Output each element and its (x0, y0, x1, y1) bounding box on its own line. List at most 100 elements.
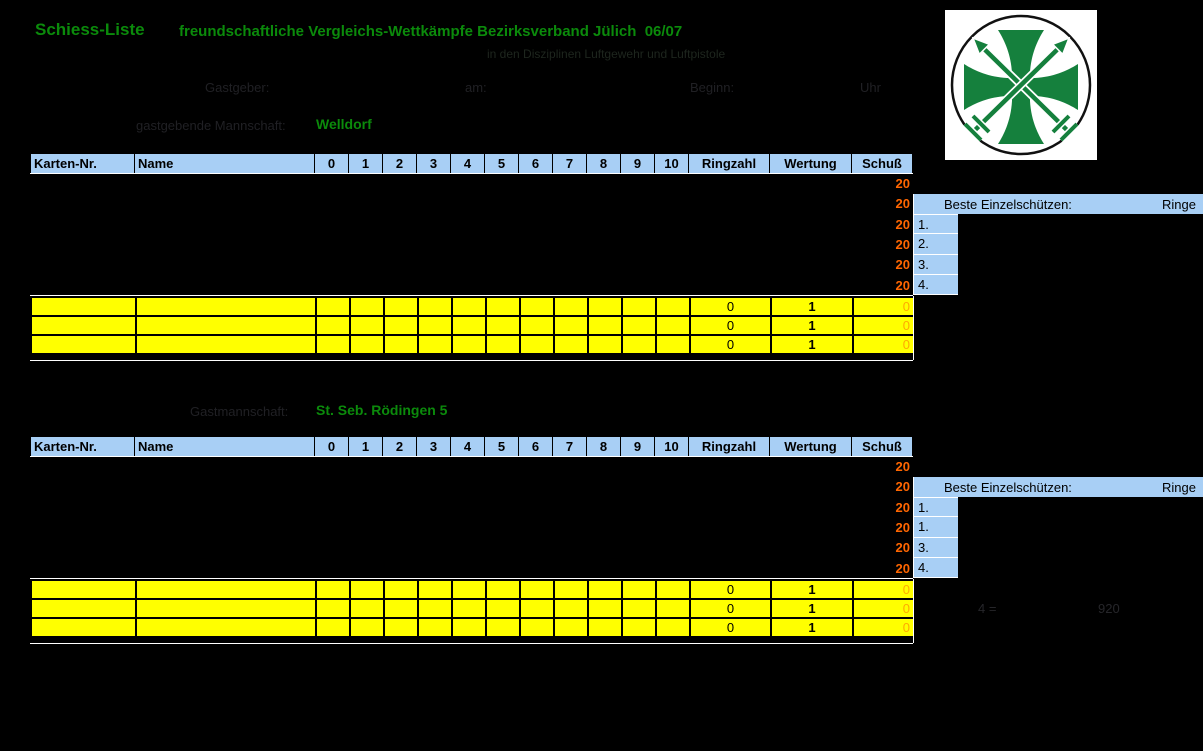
empty-cell[interactable] (587, 538, 621, 558)
empty-cell[interactable] (485, 336, 519, 353)
empty-cell[interactable] (417, 538, 451, 558)
empty-cell[interactable] (417, 457, 451, 477)
empty-cell[interactable] (519, 298, 553, 315)
empty-cell[interactable] (587, 174, 621, 194)
empty-cell[interactable] (417, 235, 451, 255)
empty-cell[interactable] (451, 298, 485, 315)
empty-cell[interactable] (587, 457, 621, 477)
empty-cell[interactable] (621, 194, 655, 214)
table-row[interactable]: 20 (30, 235, 913, 255)
table-row[interactable]: 20 (30, 518, 913, 538)
empty-cell[interactable] (383, 276, 417, 296)
empty-cell[interactable] (770, 215, 852, 235)
empty-cell[interactable] (655, 317, 689, 334)
empty-cell[interactable] (621, 215, 655, 235)
empty-cell[interactable] (417, 600, 451, 617)
table-row[interactable]: 20 (30, 477, 913, 497)
empty-cell[interactable] (417, 194, 451, 214)
empty-cell[interactable] (587, 477, 621, 497)
empty-cell[interactable] (30, 559, 135, 579)
empty-cell[interactable] (519, 559, 553, 579)
empty-cell[interactable] (135, 235, 315, 255)
empty-cell[interactable] (315, 215, 349, 235)
empty-cell[interactable] (30, 581, 135, 598)
empty-cell[interactable] (621, 518, 655, 538)
empty-cell[interactable] (30, 255, 135, 275)
empty-cell[interactable] (451, 336, 485, 353)
cell-schuss[interactable]: 20 (895, 257, 910, 273)
empty-cell[interactable] (349, 276, 383, 296)
empty-cell[interactable] (135, 581, 315, 598)
empty-cell[interactable] (349, 518, 383, 538)
empty-cell[interactable] (519, 276, 553, 296)
empty-cell[interactable] (383, 559, 417, 579)
empty-cell[interactable] (417, 174, 451, 194)
empty-cell[interactable] (30, 538, 135, 558)
empty-cell[interactable] (485, 619, 519, 636)
empty-cell[interactable] (553, 276, 587, 296)
empty-cell[interactable] (349, 600, 383, 617)
empty-cell[interactable] (655, 619, 689, 636)
empty-cell[interactable] (655, 276, 689, 296)
cell-wertung[interactable]: 1 (770, 298, 852, 315)
empty-cell[interactable] (383, 477, 417, 497)
cell-schuss[interactable]: 20 (895, 176, 910, 191)
empty-cell[interactable] (485, 255, 519, 275)
empty-cell[interactable] (417, 581, 451, 598)
empty-cell[interactable] (349, 194, 383, 214)
cell-schuss[interactable]: 0 (852, 600, 913, 617)
empty-cell[interactable] (655, 600, 689, 617)
empty-cell[interactable] (519, 255, 553, 275)
empty-cell[interactable] (417, 317, 451, 334)
empty-cell[interactable] (553, 600, 587, 617)
empty-cell[interactable] (770, 457, 852, 477)
empty-cell[interactable] (689, 457, 770, 477)
empty-cell[interactable] (485, 174, 519, 194)
empty-cell[interactable] (383, 600, 417, 617)
empty-cell[interactable] (451, 194, 485, 214)
empty-cell[interactable] (621, 255, 655, 275)
empty-cell[interactable] (383, 518, 417, 538)
empty-cell[interactable] (315, 317, 349, 334)
empty-cell[interactable] (770, 477, 852, 497)
empty-cell[interactable] (519, 477, 553, 497)
empty-cell[interactable] (417, 559, 451, 579)
empty-cell[interactable] (621, 538, 655, 558)
empty-cell[interactable] (315, 255, 349, 275)
empty-cell[interactable] (770, 174, 852, 194)
empty-cell[interactable] (655, 498, 689, 518)
empty-cell[interactable] (553, 174, 587, 194)
empty-cell[interactable] (349, 477, 383, 497)
empty-cell[interactable] (621, 235, 655, 255)
rank-cell[interactable]: 2. (914, 234, 958, 255)
empty-cell[interactable] (349, 255, 383, 275)
cell-schuss[interactable]: 20 (895, 196, 910, 212)
cell-ringzahl[interactable]: 0 (689, 336, 770, 353)
rank-cell[interactable]: 3. (914, 254, 958, 275)
cell-wertung[interactable]: 1 (770, 581, 852, 598)
empty-cell[interactable] (519, 498, 553, 518)
empty-cell[interactable] (417, 336, 451, 353)
empty-cell[interactable] (519, 600, 553, 617)
empty-cell[interactable] (689, 215, 770, 235)
empty-cell[interactable] (485, 276, 519, 296)
empty-cell[interactable] (689, 538, 770, 558)
empty-cell[interactable] (315, 600, 349, 617)
empty-cell[interactable] (689, 498, 770, 518)
empty-cell[interactable] (135, 215, 315, 235)
table-row[interactable]: 20 (30, 457, 913, 477)
empty-cell[interactable] (519, 457, 553, 477)
empty-cell[interactable] (451, 559, 485, 579)
empty-cell[interactable] (689, 518, 770, 538)
empty-cell[interactable] (689, 477, 770, 497)
empty-cell[interactable] (587, 559, 621, 579)
empty-cell[interactable] (587, 194, 621, 214)
empty-cell[interactable] (451, 498, 485, 518)
empty-cell[interactable] (451, 538, 485, 558)
empty-cell[interactable] (135, 255, 315, 275)
empty-cell[interactable] (349, 317, 383, 334)
empty-cell[interactable] (349, 581, 383, 598)
empty-cell[interactable] (553, 498, 587, 518)
empty-cell[interactable] (553, 518, 587, 538)
empty-cell[interactable] (30, 518, 135, 538)
